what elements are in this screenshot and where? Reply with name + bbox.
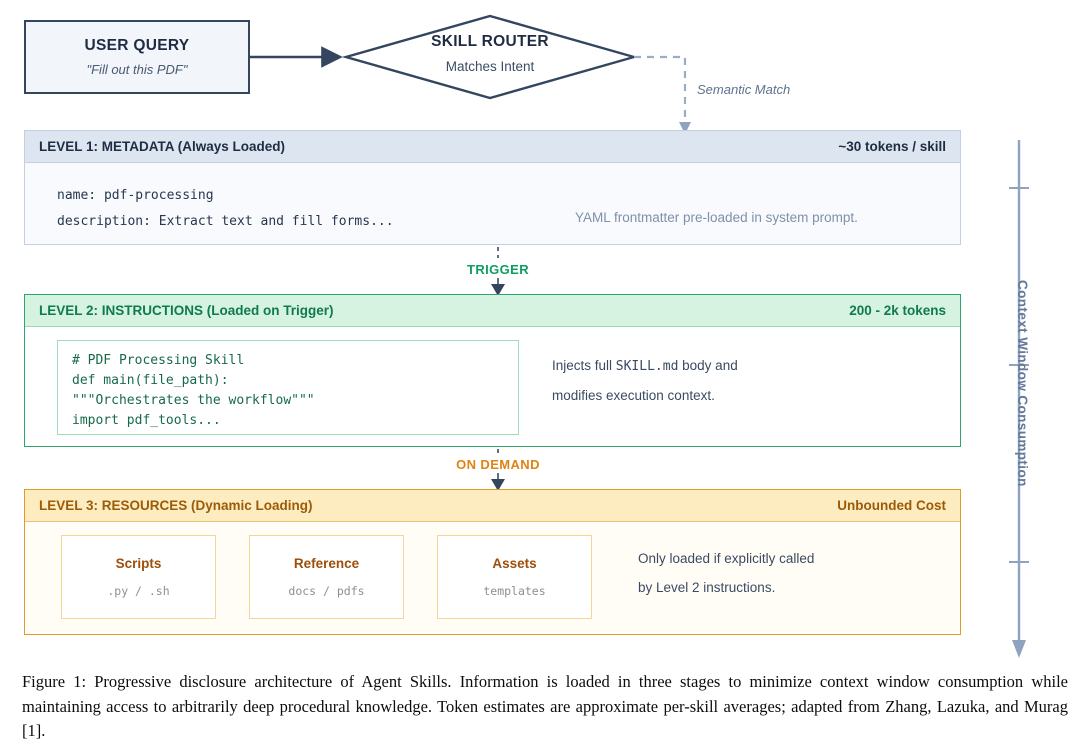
resource-card-assets: Assets templates (437, 535, 592, 619)
resource-card-title: Reference (293, 556, 360, 571)
context-window-axis-label: Context Window Consumption (1015, 280, 1030, 487)
semantic-match-label: Semantic Match (697, 82, 791, 97)
level-2-note-suffix: body and (678, 358, 738, 373)
on-demand-connector-label: ON DEMAND (456, 457, 540, 472)
level-3-note-line-1: Only loaded if explicitly called (638, 551, 815, 566)
level-2-header: LEVEL 2: INSTRUCTIONS (Loaded on Trigger… (25, 295, 960, 327)
level-1-yaml-block: name: pdf-processing description: Extrac… (57, 183, 394, 235)
user-query-box: USER QUERY "Fill out this PDF" (24, 20, 250, 94)
level-2-code-line: import pdf_tools... (72, 413, 221, 428)
level-2-note-line-2: modifies execution context. (552, 388, 715, 403)
level-2-body: # PDF Processing Skill def main(file_pat… (25, 327, 960, 446)
resource-card-title: Assets (492, 556, 537, 571)
level-2-code-line: def main(file_path): (72, 373, 229, 388)
level-2-code-line: """Orchestrates the workflow""" (72, 393, 315, 408)
skill-router-node: SKILL ROUTER Matches Intent (345, 33, 635, 74)
level-3-cost: Unbounded Cost (837, 498, 946, 513)
level-1-cost: ~30 tokens / skill (838, 139, 946, 154)
level-1-yaml-line: name: pdf-processing (57, 188, 214, 203)
level-3-note: Only loaded if explicitly called by Leve… (638, 544, 814, 602)
skill-router-title: SKILL ROUTER (431, 33, 549, 50)
resource-card-reference: Reference docs / pdfs (249, 535, 404, 619)
level-2-cost: 200 - 2k tokens (849, 303, 946, 318)
level-3-note-line-2: by Level 2 instructions. (638, 580, 776, 595)
level-3-panel: LEVEL 3: RESOURCES (Dynamic Loading) Unb… (24, 489, 961, 635)
level-2-title: LEVEL 2: INSTRUCTIONS (Loaded on Trigger… (39, 303, 334, 318)
level-1-yaml-line: description: Extract text and fill forms… (57, 214, 394, 229)
user-query-title: USER QUERY (84, 37, 190, 54)
level-3-body: Scripts .py / .sh Reference docs / pdfs … (25, 522, 960, 634)
user-query-subtitle: "Fill out this PDF" (86, 62, 188, 77)
level-1-title: LEVEL 1: METADATA (Always Loaded) (39, 139, 286, 154)
figure-caption: Figure 1: Progressive disclosure archite… (22, 672, 1068, 740)
level-2-note-prefix: Injects full (552, 358, 616, 373)
level-1-body: name: pdf-processing description: Extrac… (25, 163, 960, 244)
level-2-code-block: # PDF Processing Skill def main(file_pat… (57, 340, 519, 435)
resource-card-title: Scripts (115, 556, 162, 571)
level-1-panel: LEVEL 1: METADATA (Always Loaded) ~30 to… (24, 130, 961, 245)
level-3-header: LEVEL 3: RESOURCES (Dynamic Loading) Unb… (25, 490, 960, 522)
level-3-title: LEVEL 3: RESOURCES (Dynamic Loading) (39, 498, 313, 513)
resource-card-subtitle: docs / pdfs (288, 584, 365, 598)
level-2-note-code: SKILL.md (615, 359, 679, 374)
resource-card-scripts: Scripts .py / .sh (61, 535, 216, 619)
trigger-connector-label: TRIGGER (466, 262, 530, 277)
resource-card-subtitle: templates (483, 584, 546, 598)
level-1-header: LEVEL 1: METADATA (Always Loaded) ~30 to… (25, 131, 960, 163)
level-2-note-line-1: Injects full SKILL.md body and (552, 351, 738, 381)
level-2-note: Injects full SKILL.md body and modifies … (552, 351, 738, 410)
skill-router-subtitle: Matches Intent (445, 59, 535, 74)
level-1-note: YAML frontmatter pre-loaded in system pr… (575, 210, 858, 225)
resource-card-subtitle: .py / .sh (107, 584, 170, 598)
level-2-panel: LEVEL 2: INSTRUCTIONS (Loaded on Trigger… (24, 294, 961, 447)
level-2-code-line: # PDF Processing Skill (72, 353, 245, 368)
